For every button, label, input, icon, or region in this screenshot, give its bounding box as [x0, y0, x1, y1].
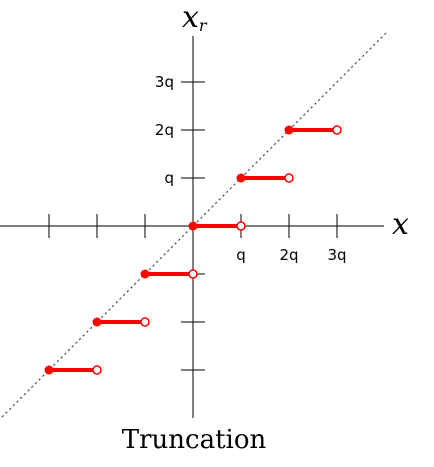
- y-tick-label: q: [164, 169, 174, 187]
- diagram-caption: Truncation: [122, 425, 267, 455]
- open-endpoint: [92, 365, 102, 375]
- closed-endpoint: [92, 317, 102, 327]
- y-axis-label-subscript: r: [199, 16, 208, 35]
- step-segments-layer: [44, 125, 342, 375]
- y-axis-label-main: x: [182, 0, 199, 35]
- open-endpoint: [236, 221, 246, 231]
- x-tick-label: 2q: [279, 246, 298, 264]
- closed-endpoint: [140, 269, 150, 279]
- open-endpoint: [140, 317, 150, 327]
- y-tick-label: 3q: [155, 73, 174, 91]
- open-endpoint: [332, 125, 342, 135]
- closed-endpoint: [188, 221, 198, 231]
- open-endpoint: [284, 173, 294, 183]
- open-endpoint: [188, 269, 198, 279]
- x-axis-label: x: [392, 207, 409, 242]
- x-tick-label: 3q: [327, 246, 346, 264]
- y-axis-label: xr: [182, 0, 208, 35]
- closed-endpoint: [44, 365, 54, 375]
- x-tick-label: q: [236, 246, 246, 264]
- closed-endpoint: [284, 125, 294, 135]
- y-tick-label: 2q: [155, 121, 174, 139]
- closed-endpoint: [236, 173, 246, 183]
